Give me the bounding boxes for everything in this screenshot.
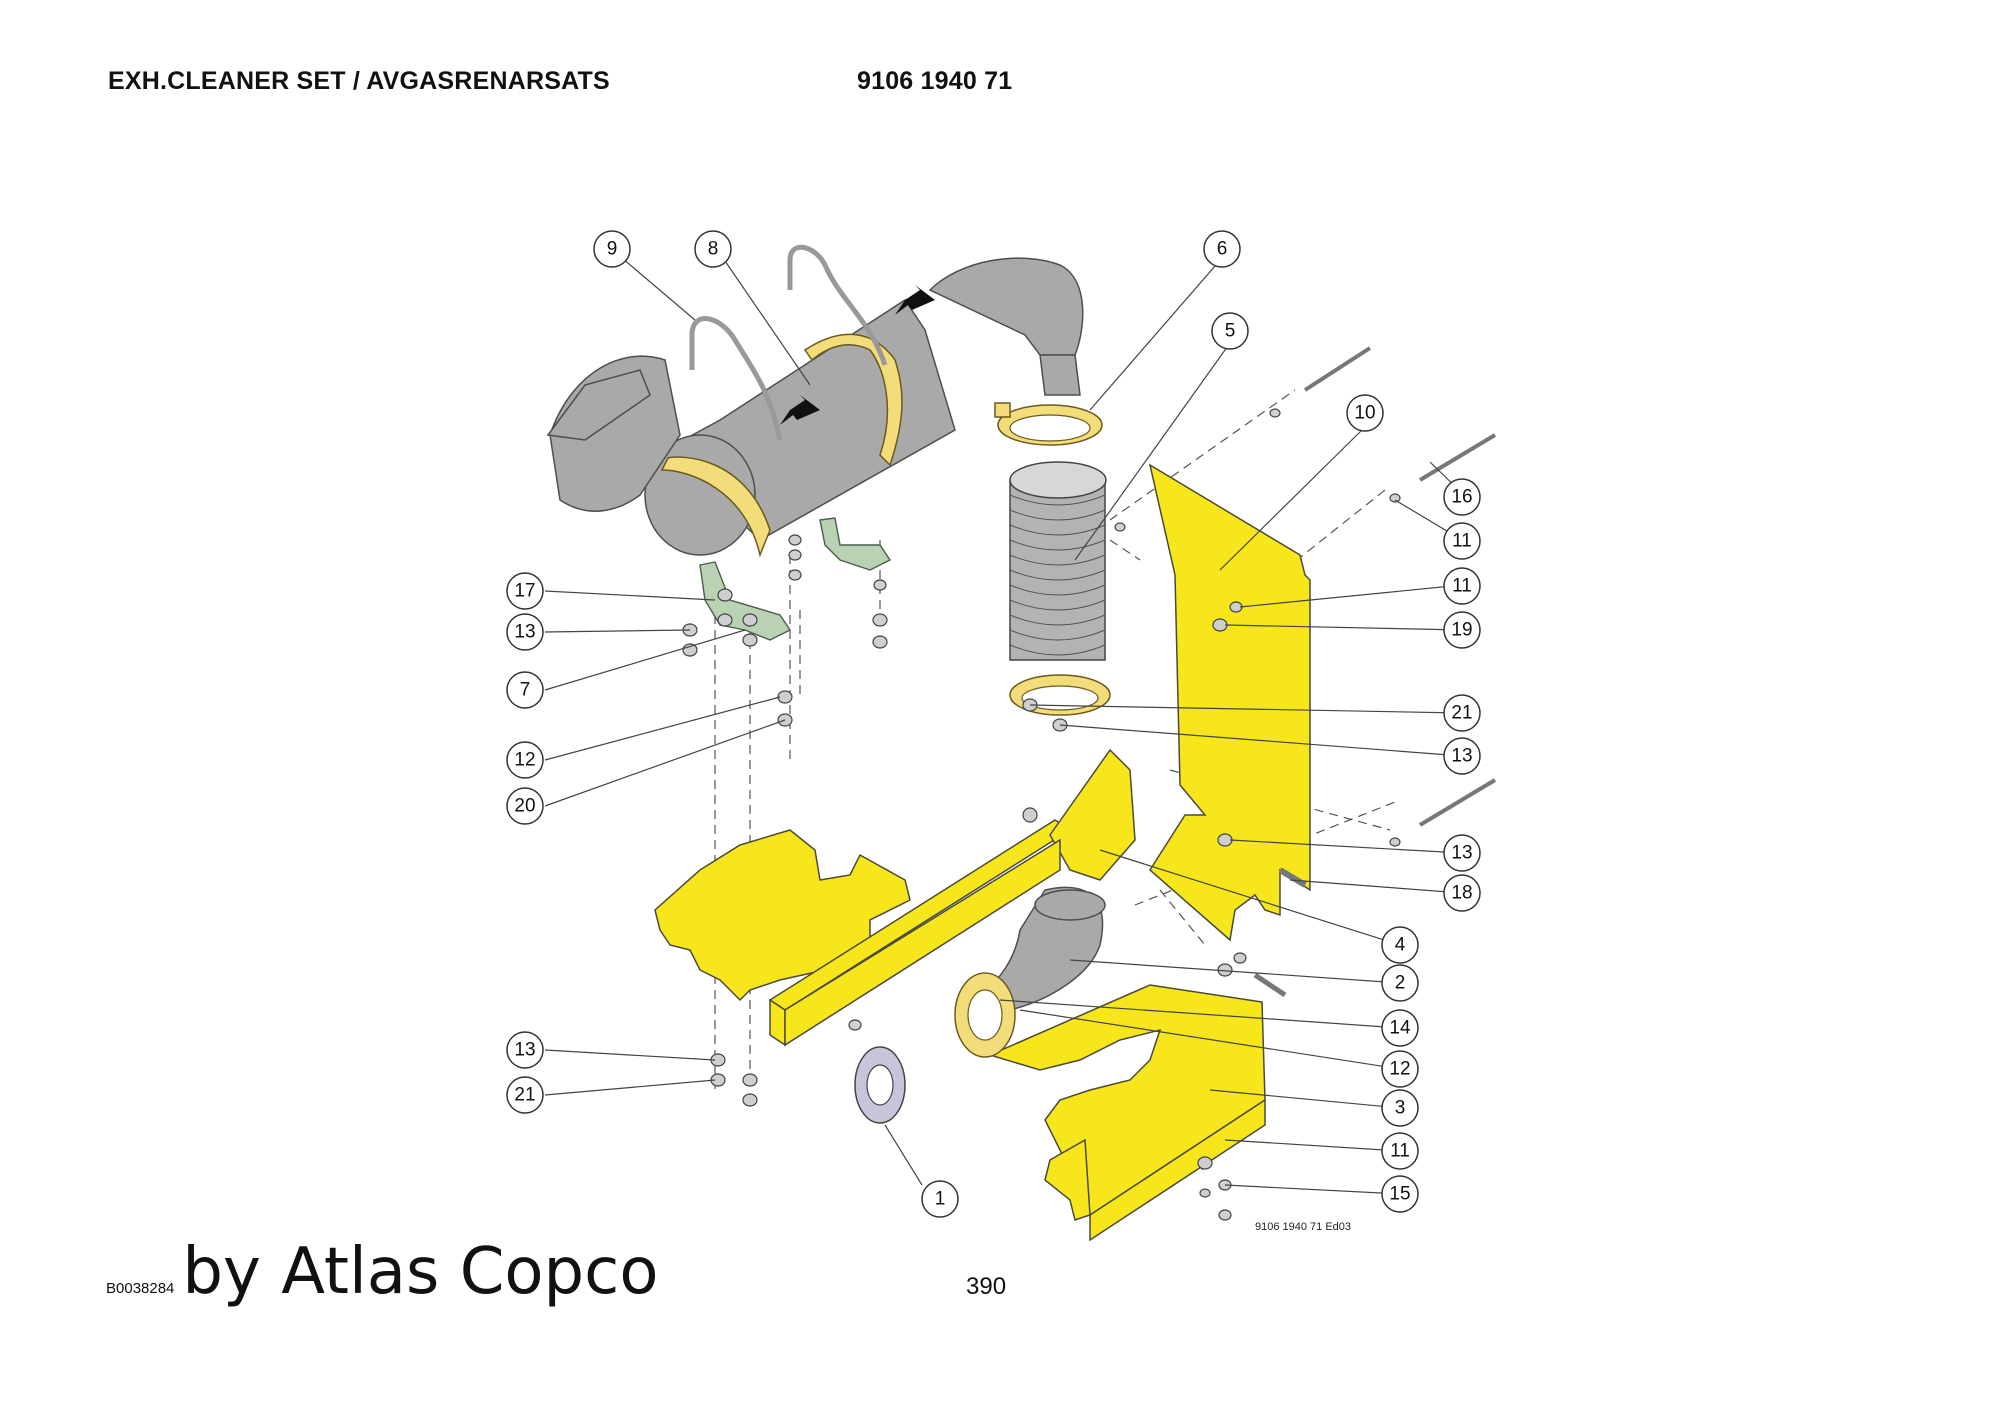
flange-part (954, 972, 1016, 1058)
svg-text:20: 20 (514, 796, 535, 817)
part-number: 9106 1940 71 (857, 67, 1013, 95)
svg-text:12: 12 (1389, 1059, 1410, 1080)
svg-text:13: 13 (1451, 746, 1472, 767)
callout-part-16: 16 (1443, 478, 1481, 516)
svg-text:9: 9 (607, 239, 618, 260)
callout-part-4: 4 (1381, 926, 1419, 964)
hardware (682, 346, 1497, 1221)
svg-text:8: 8 (708, 239, 719, 260)
lower-clamp-ring (1009, 674, 1111, 716)
svg-text:10: 10 (1354, 403, 1375, 424)
leader-lines (544, 257, 1463, 1195)
callout-part-14: 14 (1381, 1009, 1419, 1047)
callout-part-9: 9 (593, 230, 631, 268)
drawing-edition-stamp: 9106 1940 71 Ed03 (1255, 1221, 1351, 1233)
svg-text:13: 13 (514, 1040, 535, 1061)
flexible-hose-part (1009, 461, 1107, 661)
svg-text:11: 11 (1452, 576, 1472, 597)
callout-part-5: 5 (1211, 312, 1249, 350)
callout-part-17: 17 (506, 572, 544, 610)
lower-guard-part (987, 984, 1266, 1242)
byline: by Atlas Copco (182, 1235, 659, 1309)
callout-part-3: 3 (1381, 1089, 1419, 1127)
callout-part-21: 21 (1443, 694, 1481, 732)
callout-part-15: 15 (1381, 1175, 1419, 1213)
callout-part-13: 13 (506, 613, 544, 651)
callout-part-10: 10 (1346, 394, 1384, 432)
callout-part-6: 6 (1203, 230, 1241, 268)
side-plate-part (1148, 463, 1311, 942)
svg-text:17: 17 (514, 581, 535, 602)
svg-text:12: 12 (514, 750, 535, 771)
document-id: B0038284 (106, 1280, 175, 1297)
clamp-ring-part (994, 402, 1103, 446)
callout-part-8: 8 (694, 230, 732, 268)
callout-part-12: 12 (506, 741, 544, 779)
svg-text:16: 16 (1451, 487, 1472, 508)
svg-text:2: 2 (1395, 973, 1406, 994)
svg-text:1: 1 (935, 1189, 946, 1210)
page-number: 390 (966, 1273, 1007, 1300)
u-bolts (689, 244, 888, 441)
document-title: EXH.CLEANER SET / AVGASRENARSATS (108, 67, 610, 95)
callout-part-13: 13 (1443, 737, 1481, 775)
svg-text:13: 13 (1451, 843, 1472, 864)
brand-footer: B0038284 by Atlas Copco (106, 1240, 659, 1304)
svg-text:3: 3 (1395, 1098, 1406, 1119)
svg-text:5: 5 (1225, 321, 1236, 342)
svg-text:4: 4 (1395, 935, 1406, 956)
svg-text:11: 11 (1390, 1141, 1410, 1162)
callout-part-13: 13 (1443, 834, 1481, 872)
callout-part-7: 7 (506, 671, 544, 709)
callout-part-19: 19 (1443, 611, 1481, 649)
svg-text:18: 18 (1451, 883, 1472, 904)
callout-part-13: 13 (506, 1031, 544, 1069)
callout-part-20: 20 (506, 787, 544, 825)
callout-part-12: 12 (1381, 1050, 1419, 1088)
svg-text:7: 7 (520, 680, 531, 701)
svg-text:21: 21 (514, 1085, 535, 1106)
svg-text:19: 19 (1451, 620, 1472, 641)
callout-part-11: 11 (1381, 1132, 1419, 1170)
callout-part-21: 21 (506, 1076, 544, 1114)
svg-text:21: 21 (1451, 703, 1472, 724)
gasket-part (854, 1046, 906, 1124)
svg-text:14: 14 (1389, 1018, 1411, 1039)
callout-part-11: 11 (1443, 567, 1481, 605)
callout-part-2: 2 (1381, 964, 1419, 1002)
svg-text:11: 11 (1452, 531, 1472, 552)
svg-text:15: 15 (1389, 1184, 1410, 1205)
callout-part-1: 1 (921, 1180, 959, 1218)
base-bracket-part (654, 748, 1136, 1047)
callout-part-18: 18 (1443, 874, 1481, 912)
callout-part-11: 11 (1443, 522, 1481, 560)
flow-arrows (780, 285, 935, 425)
elbow-pipe-part (973, 886, 1106, 1011)
svg-text:13: 13 (514, 622, 535, 643)
svg-text:6: 6 (1217, 239, 1228, 260)
